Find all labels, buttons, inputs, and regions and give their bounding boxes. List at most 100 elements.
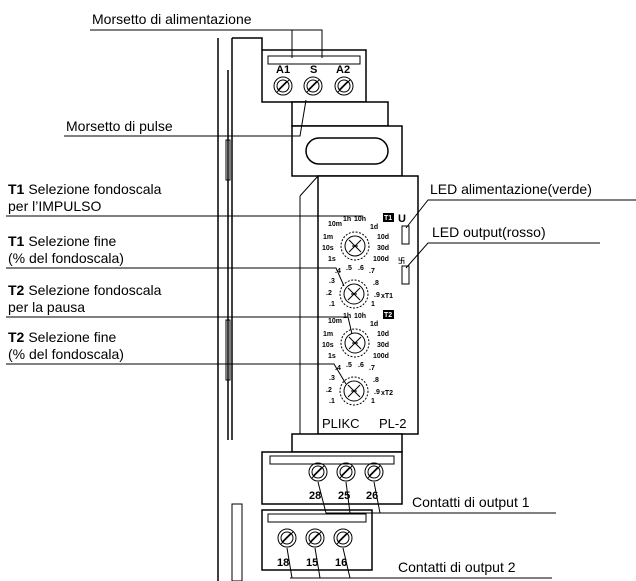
range-1h: 1h [343,216,351,223]
din-rail-top [232,37,263,50]
leader-pulse-terminal [64,99,307,137]
din-rail-back [217,38,233,581]
u-mark: U [398,213,406,225]
label-window [305,137,389,165]
t2-fine-3: .3 [329,375,335,382]
fine-2: .2 [326,290,332,297]
led-power [401,225,410,245]
callout-t1-fine-line2: (% del fondoscala) [8,250,124,266]
range-10s: 10s [322,245,334,252]
fine-6: .6 [358,265,364,272]
range-10d: 10d [377,234,389,241]
fine-9: .9 [374,292,380,299]
t2-fine-1a: .1 [329,398,335,405]
terminal-label-15: 15 [306,557,318,569]
callout-t2-range-line1: Selezione fondoscala [28,282,161,298]
callout-led-power: LED alimentazione(verde) [430,181,592,197]
terminal-label-18: 18 [277,557,289,569]
callout-t2-fine-line2: (% del fondoscala) [8,346,124,362]
t2-range-10h: 10h [354,313,366,320]
range-30d: 30d [377,245,389,252]
brand-model: PL-2 [379,416,406,431]
callout-t1-fine-line1: Selezione fine [28,233,116,249]
screw-28 [308,462,328,482]
t1-range-dial[interactable] [340,231,370,261]
leader-t1-fine [6,267,345,287]
t2-badge [383,310,394,319]
range-10m: 10m [328,221,342,228]
t2-range-30d: 30d [377,342,389,349]
callout-t1-range-line1: Selezione fondoscala [28,181,161,197]
output1-terminal-block [261,451,403,505]
callout-t1-range-line2: per l’IMPULSO [8,198,101,214]
top-terminal-block [261,49,367,103]
upper-neck [291,101,389,127]
callout-output2: Contatti di output 2 [398,559,516,575]
t1-fine-dial[interactable] [339,279,369,309]
xt1-label: xT1 [381,293,393,300]
led-output [401,265,410,285]
relay-mark: 卐 [398,257,405,265]
fine-7: .7 [369,268,375,275]
screw-s [303,76,323,96]
lower-neck [291,433,403,453]
leader-led-power [405,199,636,229]
callout-output1: Contatti di output 1 [412,494,530,510]
xt2-label: xT2 [381,390,393,397]
leader-output2 [286,547,552,579]
screw-16 [333,528,353,548]
screw-a1 [273,76,293,96]
side-slot-lower [225,319,231,381]
callout-t1-range-prefix: T1 [8,181,25,197]
t2-range-10d: 10d [377,331,389,338]
t1-badge-text: T1 [384,215,392,222]
t2-range-10s: 10s [322,342,334,349]
leader-t2-range [6,316,353,335]
leader-output1 [317,481,556,514]
range-1s: 1s [328,256,336,263]
leader-led-output [405,242,600,269]
terminal-label-a2: A2 [336,64,350,76]
callout-t1-fine-prefix: T1 [8,233,25,249]
side-slot-upper [225,139,231,181]
callout-led-output: LED output(rosso) [432,224,546,240]
top-terminal-strip [267,55,361,65]
t2-range-1m: 1m [323,331,333,338]
t2-fine-5: .5 [346,362,352,369]
callout-pulse-terminal: Morsetto di pulse [66,118,173,134]
t2-range-1s: 1s [328,353,336,360]
t2-range-dial[interactable] [340,328,370,358]
range-1d: 1d [370,224,378,231]
callout-t2-range-prefix: T2 [8,282,25,298]
t1-badge [383,213,394,222]
bottom-side [231,503,243,581]
fine-3: .3 [329,278,335,285]
fine-5: .5 [346,265,352,272]
t2-fine-1b: 1 [371,398,375,405]
output1-terminal-strip [269,455,395,465]
t2-range-10m: 10m [328,318,342,325]
screw-26 [364,462,384,482]
screw-25 [336,462,356,482]
t2-range-1d: 1d [370,321,378,328]
terminal-label-s: S [310,64,317,76]
fine-8: .8 [373,280,379,287]
t2-badge-text: T2 [384,312,392,319]
terminal-label-26: 26 [366,490,378,502]
leader-power-terminal [90,29,323,58]
t2-fine-9: .9 [374,389,380,396]
leader-t2-fine [6,363,347,385]
t2-fine-4: .4 [335,365,341,372]
callout-t2-range-line2: per la pausa [8,299,85,315]
screw-15 [305,528,325,548]
range-1m: 1m [323,234,333,241]
t2-fine-8: .8 [373,377,379,384]
t2-fine-dial[interactable] [339,376,369,406]
screw-a2 [334,76,354,96]
